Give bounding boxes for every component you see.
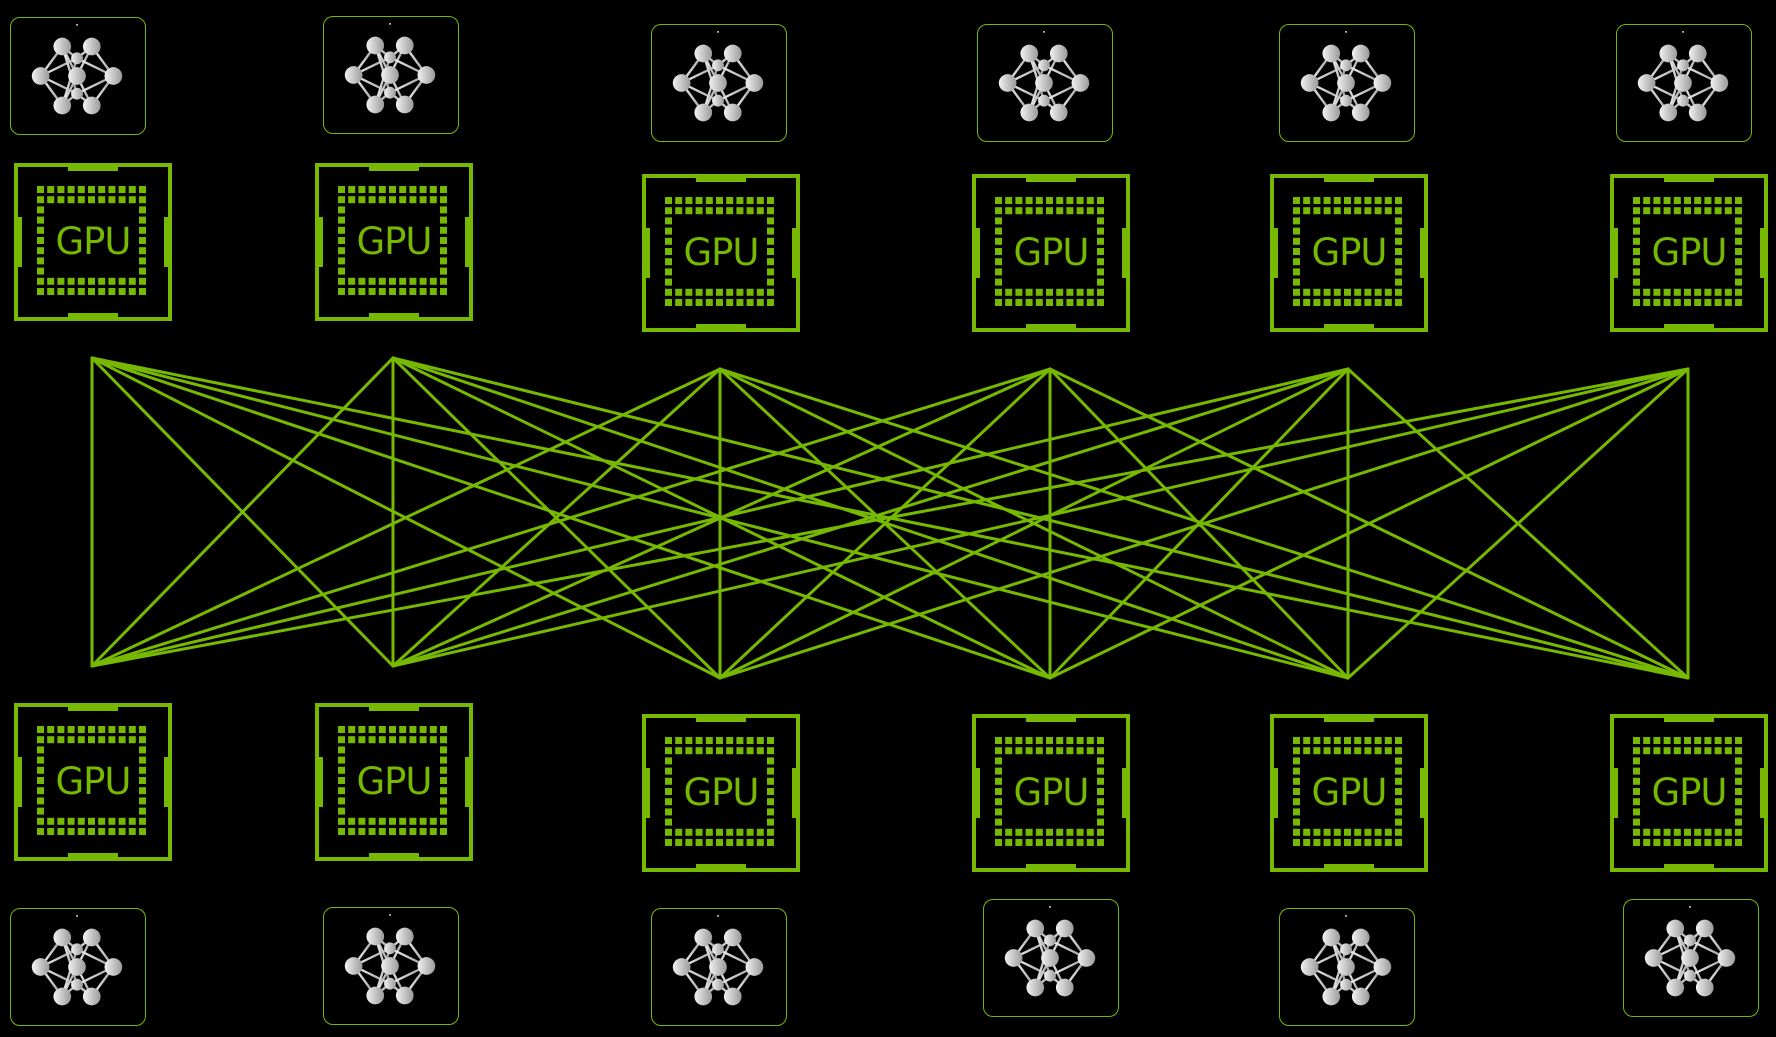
interconnect-link (90, 367, 1350, 668)
gpu-label: GPU (55, 219, 131, 263)
gpu-label: GPU (1013, 770, 1089, 814)
gpu-label: GPU (1311, 230, 1387, 274)
neural-network-icon (31, 914, 123, 1006)
gpu-chip-icon (1610, 714, 1768, 872)
model-node-bottom-5 (1279, 908, 1415, 1026)
neural-network-icon (31, 23, 123, 115)
gpu-label: GPU (1651, 770, 1727, 814)
neural-network-icon (998, 30, 1090, 122)
interconnect-link (391, 367, 1690, 668)
gpu-label: GPU (356, 219, 432, 263)
gpu-top-1: GPU (14, 163, 172, 321)
gpu-chip-icon (972, 714, 1130, 872)
gpu-label: GPU (683, 230, 759, 274)
model-node-top-2 (323, 16, 459, 134)
gpu-chip-icon (14, 703, 172, 861)
neural-network-icon (344, 913, 436, 1005)
gpu-chip-icon (972, 174, 1130, 332)
gpu-chip-icon (1270, 714, 1428, 872)
interconnect-link (718, 367, 1350, 680)
neural-network-icon (1004, 905, 1096, 997)
model-node-bottom-6 (1623, 899, 1759, 1017)
gpu-chip-icon (642, 174, 800, 332)
model-node-top-5 (1279, 24, 1415, 142)
gpu-chip-icon (315, 703, 473, 861)
gpu-bottom-5: GPU (1270, 714, 1428, 872)
neural-network-icon (1300, 914, 1392, 1006)
interconnect-link (391, 367, 1350, 668)
gpu-top-4: GPU (972, 174, 1130, 332)
gpu-label: GPU (1651, 230, 1727, 274)
gpu-top-2: GPU (315, 163, 473, 321)
interconnect-link (1048, 367, 1350, 680)
interconnect-link (718, 367, 1052, 680)
gpu-label: GPU (683, 770, 759, 814)
model-node-top-1 (10, 17, 146, 135)
interconnect-link (718, 367, 1690, 680)
gpu-bottom-4: GPU (972, 714, 1130, 872)
interconnect-link (1048, 367, 1690, 680)
gpu-bottom-3: GPU (642, 714, 800, 872)
gpu-label: GPU (1311, 770, 1387, 814)
model-node-top-6 (1616, 24, 1752, 142)
gpu-chip-icon (315, 163, 473, 321)
model-node-top-4 (977, 24, 1113, 142)
interconnect-link (391, 367, 722, 668)
gpu-chip-icon (642, 714, 800, 872)
interconnect-link (90, 367, 722, 668)
gpu-label: GPU (356, 759, 432, 803)
gpu-top-3: GPU (642, 174, 800, 332)
gpu-chip-icon (1610, 174, 1768, 332)
model-node-bottom-4 (983, 899, 1119, 1017)
gpu-top-6: GPU (1610, 174, 1768, 332)
neural-network-icon (344, 22, 436, 114)
neural-network-icon (1644, 905, 1736, 997)
gpu-bottom-2: GPU (315, 703, 473, 861)
neural-network-icon (672, 30, 764, 122)
gpu-label: GPU (55, 759, 131, 803)
model-node-top-3 (651, 24, 787, 142)
model-node-bottom-1 (10, 908, 146, 1026)
gpu-top-5: GPU (1270, 174, 1428, 332)
gpu-chip-icon (14, 163, 172, 321)
gpu-chip-icon (1270, 174, 1428, 332)
interconnect-link (1346, 367, 1690, 680)
gpu-bottom-6: GPU (1610, 714, 1768, 872)
gpu-label: GPU (1013, 230, 1089, 274)
neural-network-icon (672, 914, 764, 1006)
model-node-bottom-3 (651, 908, 787, 1026)
neural-network-icon (1637, 30, 1729, 122)
model-node-bottom-2 (323, 907, 459, 1025)
interconnect-link (90, 356, 395, 668)
interconnect-link (90, 367, 1690, 668)
interconnect-link (90, 367, 1052, 668)
neural-network-icon (1300, 30, 1392, 122)
gpu-bottom-1: GPU (14, 703, 172, 861)
